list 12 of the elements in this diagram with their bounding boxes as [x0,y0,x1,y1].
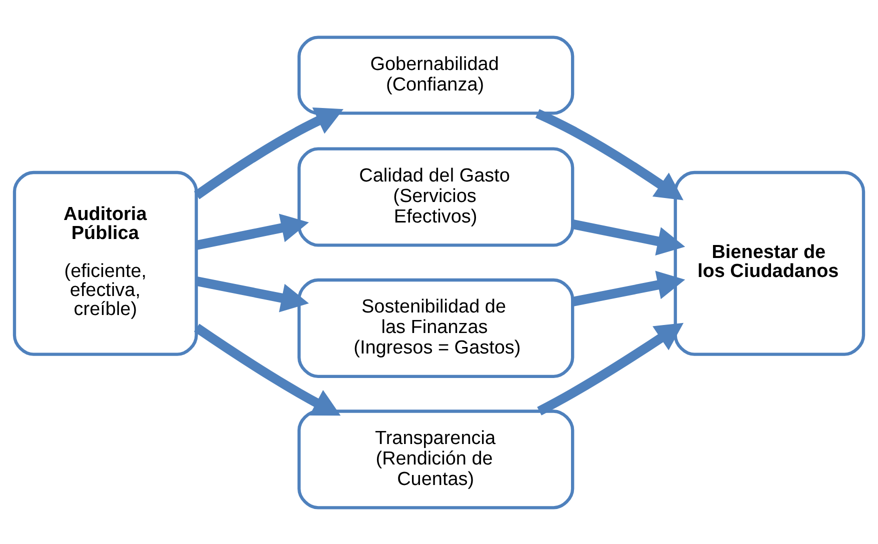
arrow [194,107,344,199]
arrow [195,213,309,250]
node-box: Transparencia (Rendición de Cuentas) [298,409,574,509]
node-box: Sostenibilidad de las Finanzas (Ingresos = Gastos) [298,278,574,378]
node-box: Bienestar de los Ciudadanos [674,170,866,356]
node-box: Auditoria Pública (eficiente, efectiva, creíble) [12,170,198,356]
arrow [572,270,686,306]
arrow [194,323,341,416]
arrow [195,276,309,312]
node-box: Calidad del Gasto (Servicios Efectivos) [298,146,574,246]
arrow [572,219,686,256]
node-box: Gobernabilidad (Confianza) [298,35,574,114]
